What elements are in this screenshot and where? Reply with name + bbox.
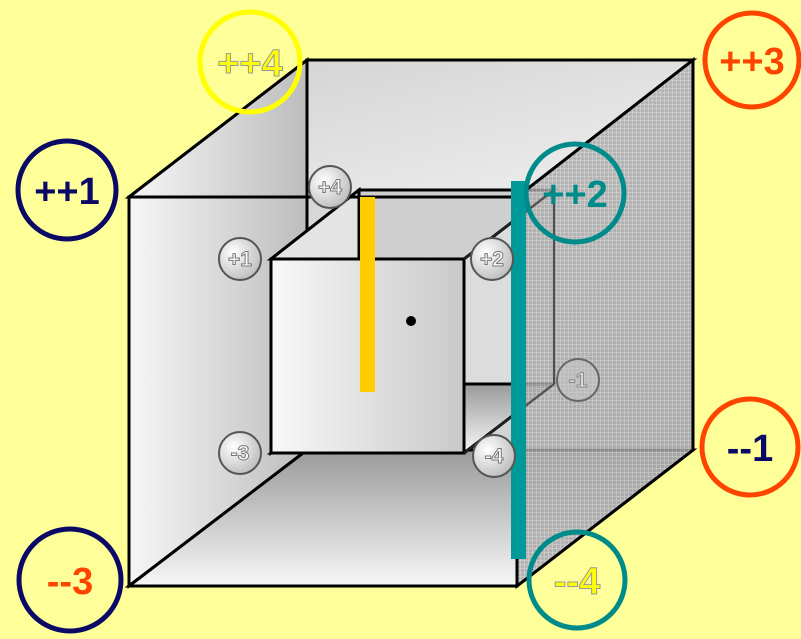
badge-minus4: -4 bbox=[472, 434, 516, 478]
svg-text:++2: ++2 bbox=[542, 174, 608, 216]
label-minusminus3: --3 bbox=[16, 526, 124, 634]
center-point bbox=[406, 316, 416, 326]
svg-text:+2: +2 bbox=[480, 248, 504, 271]
svg-text:-3: -3 bbox=[231, 442, 250, 465]
teal-bar bbox=[511, 181, 526, 559]
label-minusminus4: --4 bbox=[526, 529, 628, 631]
badge-plus2: +2 bbox=[470, 237, 514, 281]
label-plusplus1: ++1 bbox=[15, 138, 119, 242]
gold-bar bbox=[360, 197, 375, 392]
svg-text:+1: +1 bbox=[228, 248, 252, 271]
svg-text:-1: -1 bbox=[569, 369, 588, 392]
svg-text:-4: -4 bbox=[485, 445, 504, 468]
label-minusminus1: --1 bbox=[699, 396, 801, 498]
svg-text:--1: --1 bbox=[727, 428, 773, 470]
label-plusplus4: ++4 bbox=[197, 9, 303, 115]
svg-text:++1: ++1 bbox=[34, 171, 100, 213]
badge-minus3: -3 bbox=[218, 431, 262, 475]
label-plusplus2: ++2 bbox=[523, 141, 627, 245]
badge-plus1: +1 bbox=[218, 237, 262, 281]
label-plusplus3: ++3 bbox=[702, 10, 801, 110]
svg-text:+4: +4 bbox=[318, 176, 342, 199]
badge-minus1: -1 bbox=[556, 358, 600, 402]
svg-text:--3: --3 bbox=[47, 561, 93, 603]
svg-text:--4: --4 bbox=[554, 561, 600, 603]
badge-plus4: +4 bbox=[308, 165, 352, 209]
svg-text:++3: ++3 bbox=[719, 41, 785, 83]
svg-text:++4: ++4 bbox=[217, 43, 283, 85]
